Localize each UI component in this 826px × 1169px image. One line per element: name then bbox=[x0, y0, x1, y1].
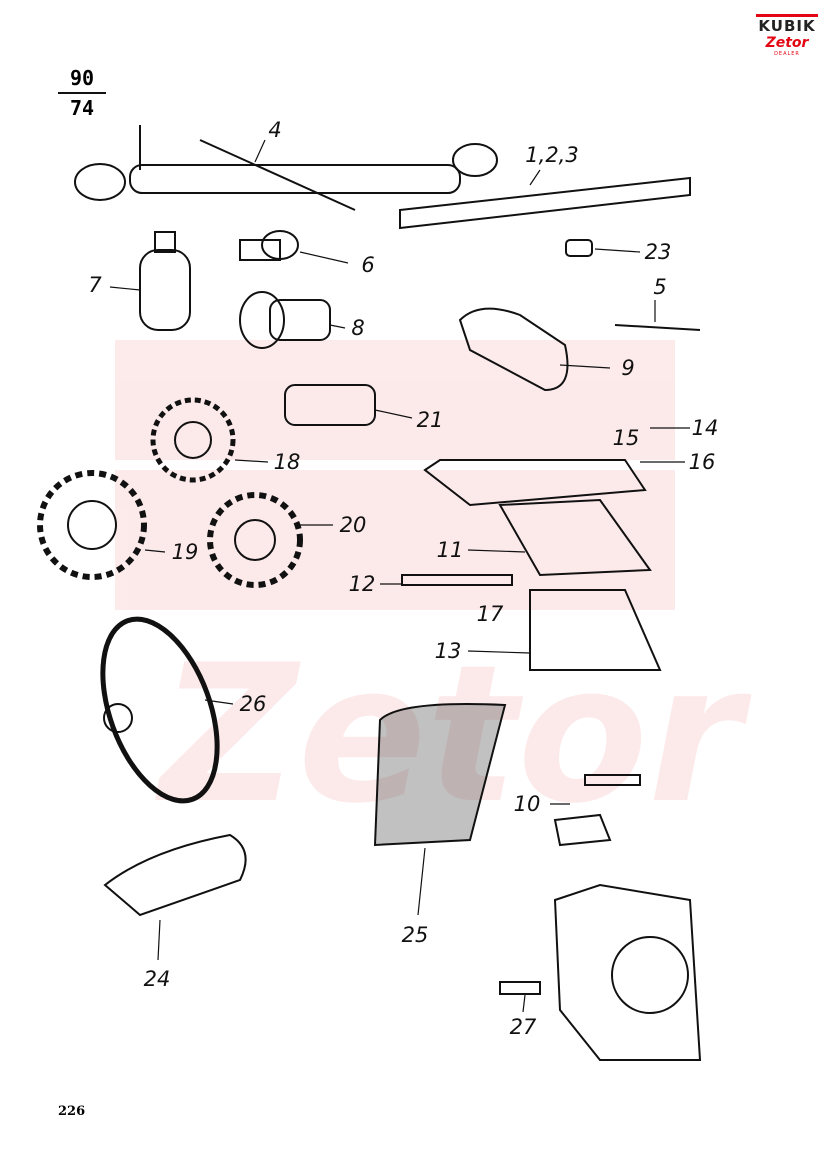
callout-23: 23 bbox=[644, 240, 672, 264]
logo-sub: Zetor bbox=[765, 35, 809, 51]
logo-tag: DEALER bbox=[774, 51, 800, 57]
callout-18: 18 bbox=[273, 450, 301, 474]
plate-13 bbox=[529, 589, 662, 671]
section-number: 90 74 bbox=[58, 66, 106, 120]
steering-wheel-26 bbox=[100, 616, 220, 804]
callout-17: 17 bbox=[476, 602, 504, 626]
leader-lines bbox=[109, 139, 690, 1013]
callout-15: 15 bbox=[612, 426, 640, 450]
gear-19 bbox=[37, 470, 147, 580]
kubik-zetor-logo: KUBIK Zetor DEALER bbox=[756, 14, 818, 57]
cylinder-7 bbox=[139, 231, 191, 331]
cover-25 bbox=[373, 703, 507, 847]
sleeve-8 bbox=[239, 291, 331, 349]
watermark: Zetor bbox=[115, 340, 752, 845]
callout-9: 9 bbox=[621, 356, 635, 380]
bushing-23 bbox=[565, 239, 593, 257]
page-number: 226 bbox=[58, 1104, 86, 1119]
callout-10: 10 bbox=[513, 792, 541, 816]
callout-13: 13 bbox=[434, 639, 462, 663]
frame-11-16 bbox=[423, 459, 652, 577]
callout-27: 27 bbox=[509, 1015, 537, 1039]
callout-14: 14 bbox=[691, 416, 719, 440]
gear-21 bbox=[284, 384, 376, 426]
logo-brand: KUBIK bbox=[756, 17, 818, 35]
callout-19: 19 bbox=[171, 540, 199, 564]
callout-11: 11 bbox=[436, 538, 464, 562]
strip-12 bbox=[401, 574, 513, 586]
callout-8: 8 bbox=[351, 316, 365, 340]
callout-20: 20 bbox=[339, 513, 367, 537]
section-denominator: 74 bbox=[69, 96, 95, 120]
panel-24 bbox=[103, 833, 247, 917]
step-10 bbox=[553, 774, 641, 847]
housing-9 bbox=[458, 307, 569, 392]
bar-1-2-3 bbox=[399, 176, 691, 230]
callout-7: 7 bbox=[88, 273, 102, 297]
callout-6: 6 bbox=[361, 253, 375, 277]
callout-24: 24 bbox=[143, 967, 171, 991]
callout-5: 5 bbox=[653, 275, 667, 299]
spring-5 bbox=[614, 324, 701, 331]
callout-26: 26 bbox=[239, 692, 267, 716]
clamp-6 bbox=[239, 230, 299, 261]
gear-20 bbox=[207, 492, 303, 588]
svg-text:Zetor: Zetor bbox=[155, 624, 752, 845]
top-link-4 bbox=[74, 125, 498, 211]
callout-25: 25 bbox=[401, 923, 429, 947]
callout-16: 16 bbox=[688, 450, 716, 474]
callout-1-2-3: 1,2,3 bbox=[525, 143, 579, 167]
callout-21: 21 bbox=[416, 408, 444, 432]
gear-18 bbox=[150, 397, 236, 483]
section-numerator: 90 bbox=[69, 66, 95, 90]
callout-4: 4 bbox=[268, 118, 282, 142]
housing-27 bbox=[499, 883, 702, 1061]
callout-12: 12 bbox=[348, 572, 376, 596]
